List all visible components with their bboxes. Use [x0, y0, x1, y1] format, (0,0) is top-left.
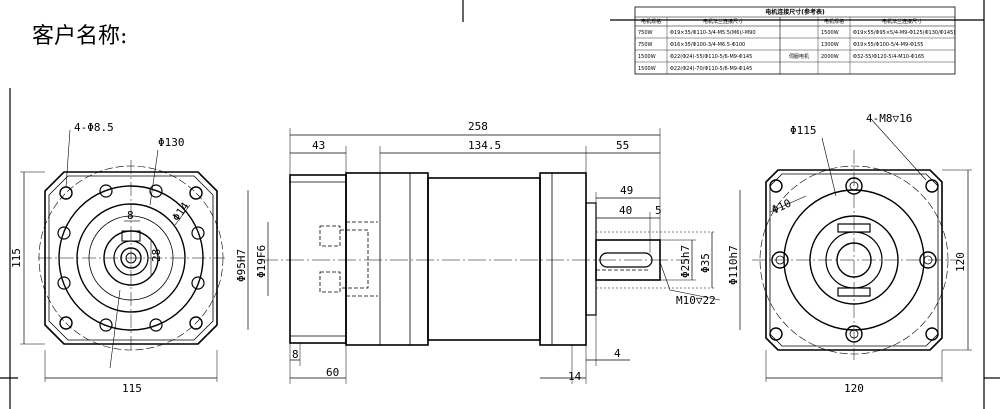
- left-view: [20, 129, 225, 382]
- left-height: 115: [10, 248, 23, 268]
- dim-4: 4: [614, 347, 621, 360]
- dim-bore-fit: Φ95H7: [235, 249, 248, 282]
- table-cell: Φ32-55/Φ120-5/4-M10-Φ165: [853, 54, 924, 60]
- table-cell: 1500W: [821, 30, 839, 36]
- table-cell: 1300W: [821, 42, 839, 48]
- right-chamfer: Φ10: [770, 197, 794, 217]
- dim-60: 60: [326, 366, 339, 379]
- dim-shaft-49: 49: [620, 184, 633, 197]
- right-holes-note: 4-M8▽16: [866, 112, 912, 125]
- dim-pilot-dia: Φ110h7: [727, 245, 740, 285]
- left-key-width: 8: [127, 209, 134, 222]
- table-cell: 1500W: [638, 66, 656, 72]
- left-chamfer: Φ14: [170, 200, 192, 224]
- dim-overall-length: 258: [468, 120, 488, 133]
- table-middle-note: 伺服电机: [789, 53, 809, 60]
- table-cell: Φ19×55/Φ95×5/4-M9-Φ125(Φ130/Φ145): [853, 30, 955, 36]
- dim-key-5: 5: [655, 204, 662, 217]
- right-view: [752, 119, 972, 382]
- dim-bore-input: Φ19F6: [255, 245, 268, 278]
- table-header-left-spec: 电机规格: [641, 18, 661, 25]
- dim-shoulder-dia: Φ35: [699, 253, 712, 273]
- customer-label: 客户名称:: [32, 24, 127, 49]
- table-cell: Φ16×35/Φ100-3/4-M6.5-Φ100: [670, 42, 745, 48]
- table-cell: Φ19×55/Φ100-5/4-M9-Φ155: [853, 42, 923, 48]
- dim-shaft-length: 55: [616, 139, 629, 152]
- table-cell: Φ22(Φ24)-70/Φ110-5/6-M9-Φ145: [670, 66, 752, 72]
- table-cell: 750W: [638, 30, 653, 36]
- reference-table: 电机连接尺寸(参考表) 电机规格 电机法兰连接尺寸 电机规格 电机法兰连接尺寸 …: [634, 6, 956, 75]
- right-height: 120: [954, 252, 967, 272]
- table-cell: Φ19×35/Φ110-3/4-M5.5(M6)/-M90: [670, 30, 756, 36]
- table-title: 电机连接尺寸(参考表): [765, 8, 825, 16]
- dim-shaft-dia: Φ25h7: [679, 245, 692, 278]
- right-pcd: Φ115: [790, 124, 817, 137]
- table-cell: 750W: [638, 42, 653, 48]
- center-view: [247, 128, 741, 384]
- left-width: 115: [122, 382, 142, 395]
- left-key-depth: 28: [150, 249, 163, 262]
- dim-8: 8: [292, 348, 299, 361]
- table-cell: 1500W: [638, 54, 656, 60]
- right-width: 120: [844, 382, 864, 395]
- table-cell: 2000W: [821, 54, 839, 60]
- dim-thread: M10▽22: [676, 294, 716, 307]
- dim-body-length: 134.5: [468, 139, 501, 152]
- table-cell: Φ22(Φ24)-55/Φ110-5/6-M9-Φ145: [670, 54, 752, 60]
- dim-14: 14: [568, 370, 582, 383]
- table-header-right-spec: 电机规格: [824, 18, 844, 25]
- table-header-left-dim: 电机法兰连接尺寸: [703, 18, 743, 25]
- dim-flange-length: 43: [312, 139, 325, 152]
- left-holes-note: 4-Φ8.5: [74, 121, 114, 134]
- dim-key-40: 40: [619, 204, 632, 217]
- table-header-right-dim: 电机法兰连接尺寸: [882, 18, 922, 25]
- left-pcd: Φ130: [158, 136, 185, 149]
